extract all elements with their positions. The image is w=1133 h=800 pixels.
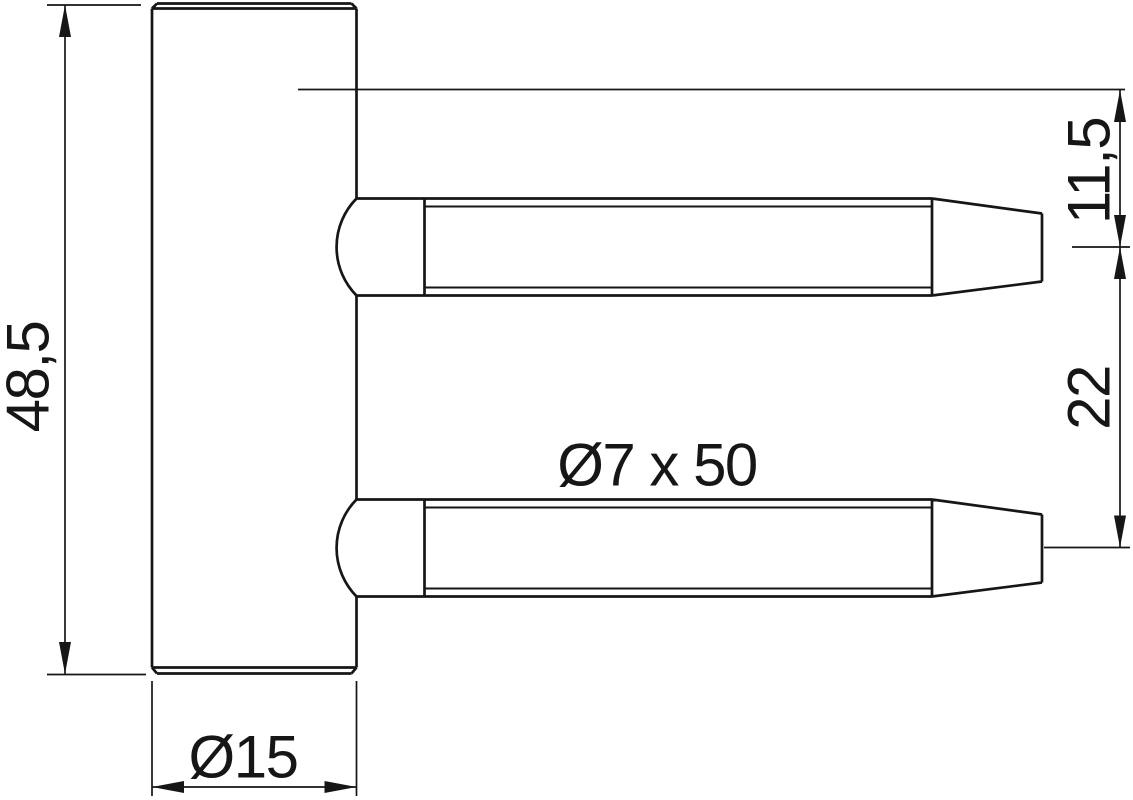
height-dim-lines	[47, 4, 146, 676]
height-arrow-down	[59, 642, 71, 674]
dimension-body-diameter: Ø15	[151, 681, 358, 796]
barrel-body	[150, 2, 358, 675]
offset-arrow-up	[1114, 90, 1126, 122]
lower-pin-thread-lines	[424, 506, 932, 590]
spacing-arrow-up	[1114, 247, 1126, 279]
spacing-dim-label: 22	[1056, 366, 1123, 430]
offset-arrow-down	[1114, 215, 1126, 247]
height-dim-label: 48,5	[0, 322, 62, 433]
offset-dim-lines	[1044, 90, 1130, 549]
offset-dim-label: 11,5	[1056, 118, 1123, 224]
dimension-pin-spacing: 22	[1056, 247, 1126, 548]
lower-pin-outline	[335, 498, 1044, 598]
dimension-edge-to-upper-pin: 11,5	[1044, 90, 1130, 549]
lower-pin	[335, 498, 1044, 598]
diameter-arrow-left	[152, 781, 184, 793]
upper-pin	[335, 197, 1044, 297]
upper-pin-outline	[335, 197, 1044, 297]
diameter-dim-label: Ø15	[189, 724, 298, 791]
height-arrow-up	[59, 5, 71, 37]
pin-spec-label: Ø7 x 50	[557, 432, 757, 499]
barrel-outline	[150, 2, 358, 675]
upper-pin-thread-lines	[424, 205, 932, 289]
spacing-arrow-down	[1114, 515, 1126, 548]
diameter-arrow-right	[324, 781, 357, 793]
diameter-dim-lines	[151, 681, 358, 796]
dimension-overall-height: 48,5	[0, 4, 146, 676]
